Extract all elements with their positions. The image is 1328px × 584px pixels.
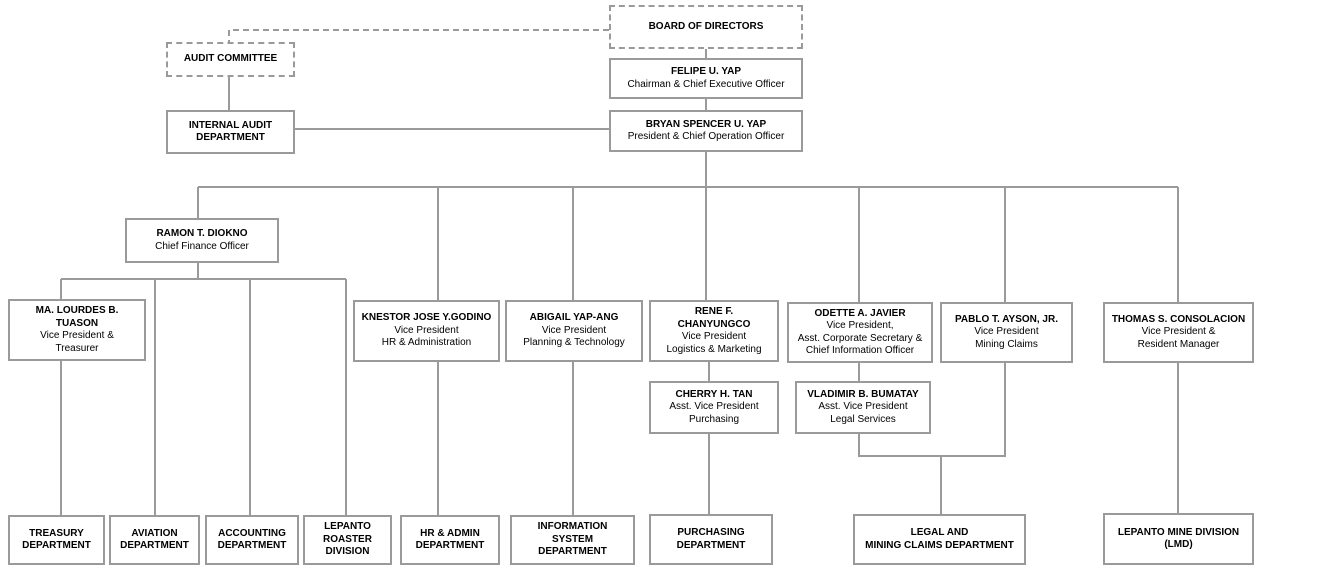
purchasing-department-box: PURCHASING DEPARTMENT xyxy=(649,514,773,565)
vp-cio-box: ODETTE A. JAVIER Vice President, Asst. C… xyxy=(787,302,933,363)
chairman-name: FELIPE U. YAP xyxy=(670,66,742,77)
legal-mining-department-box: LEGAL AND MINING CLAIMS DEPARTMENT xyxy=(853,514,1026,565)
aviation-department-name: AVIATION DEPARTMENT xyxy=(120,527,189,552)
mine-division-name: LEPANTO MINE DIVISION (LMD) xyxy=(1117,526,1240,551)
treasurer-box: MA. LOURDES B. TUASON Vice President & T… xyxy=(8,299,146,361)
legal-mining-department-name: LEGAL AND MINING CLAIMS DEPARTMENT xyxy=(865,527,1014,551)
avp-legal-name: VLADIMIR B. BUMATAY xyxy=(807,388,919,400)
vp-cio-title: Vice President, Asst. Corporate Secretar… xyxy=(797,320,923,356)
roaster-division-name: LEPANTO ROASTER DIVISION xyxy=(323,521,372,558)
cfo-box: RAMON T. DIOKNO Chief Finance Officer xyxy=(125,218,279,263)
treasurer-name: MA. LOURDES B. TUASON xyxy=(35,305,119,329)
vp-planning-title: Vice President Planning & Technology xyxy=(523,324,625,349)
board-name: BOARD OF DIRECTORS xyxy=(648,20,764,32)
president-box: BRYAN SPENCER U. YAP President & Chief O… xyxy=(609,110,803,152)
audit-committee-name: AUDIT COMMITTEE xyxy=(183,53,278,65)
information-system-department-name: INFORMATION SYSTEM DEPARTMENT xyxy=(537,521,608,558)
chairman-box: FELIPE U. YAP Chairman & Chief Executive… xyxy=(609,58,803,99)
cfo-name: RAMON T. DIOKNO xyxy=(156,228,248,239)
avp-purchasing-name: CHERRY H. TAN xyxy=(675,388,753,400)
vp-hr-name: KNESTOR JOSE Y.GODINO xyxy=(361,312,492,324)
mine-division-box: LEPANTO MINE DIVISION (LMD) xyxy=(1103,513,1254,565)
president-title: President & Chief Operation Officer xyxy=(627,131,785,142)
vp-hr-title: Vice President HR & Administration xyxy=(381,324,472,349)
vp-resident-title: Vice President & Resident Manager xyxy=(1137,326,1220,350)
vp-resident-box: THOMAS S. CONSOLACION Vice President & R… xyxy=(1103,302,1254,363)
audit-committee-box: AUDIT COMMITTEE xyxy=(166,42,295,77)
cfo-title: Chief Finance Officer xyxy=(155,240,249,252)
avp-purchasing-title: Asst. Vice President Purchasing xyxy=(669,401,759,425)
avp-legal-box: VLADIMIR B. BUMATAY Asst. Vice President… xyxy=(795,381,931,434)
vp-logistics-title: Vice President Logistics & Marketing xyxy=(666,331,762,355)
hr-admin-department-name: HR & ADMIN DEPARTMENT xyxy=(415,527,485,552)
hr-admin-department-box: HR & ADMIN DEPARTMENT xyxy=(400,515,500,565)
vp-logistics-name: RENE F. CHANYUNGCO xyxy=(677,306,751,330)
treasury-department-box: TREASURY DEPARTMENT xyxy=(8,515,105,565)
accounting-department-name: ACCOUNTING DEPARTMENT xyxy=(217,527,287,552)
chairman-title: Chairman & Chief Executive Officer xyxy=(627,78,785,90)
treasurer-title: Vice President & Treasurer xyxy=(40,330,114,354)
vp-logistics-box: RENE F. CHANYUNGCO Vice President Logist… xyxy=(649,300,779,362)
roaster-division-box: LEPANTO ROASTER DIVISION xyxy=(303,515,392,565)
avp-legal-title: Asst. Vice President Legal Services xyxy=(818,401,908,425)
aviation-department-box: AVIATION DEPARTMENT xyxy=(109,515,200,565)
vp-planning-box: ABIGAIL YAP-ANG Vice President Planning … xyxy=(505,300,643,362)
vp-hr-box: KNESTOR JOSE Y.GODINO Vice President HR … xyxy=(353,300,500,362)
internal-audit-box: INTERNAL AUDIT DEPARTMENT xyxy=(166,110,295,154)
vp-mining-name: PABLO T. AYSON, JR. xyxy=(955,313,1058,325)
avp-purchasing-box: CHERRY H. TAN Asst. Vice President Purch… xyxy=(649,381,779,434)
vp-resident-name: THOMAS S. CONSOLACION xyxy=(1111,313,1246,325)
president-name: BRYAN SPENCER U. YAP xyxy=(645,118,767,130)
information-system-department-box: INFORMATION SYSTEM DEPARTMENT xyxy=(510,515,635,565)
accounting-department-box: ACCOUNTING DEPARTMENT xyxy=(205,515,299,565)
treasury-department-name: TREASURY DEPARTMENT xyxy=(22,527,91,552)
internal-audit-name: INTERNAL AUDIT DEPARTMENT xyxy=(188,119,273,144)
vp-cio-name: ODETTE A. JAVIER xyxy=(814,307,906,319)
board-of-directors-box: BOARD OF DIRECTORS xyxy=(609,5,803,49)
purchasing-department-name: PURCHASING DEPARTMENT xyxy=(676,527,746,551)
vp-mining-title: Vice President Mining Claims xyxy=(974,326,1039,350)
vp-mining-box: PABLO T. AYSON, JR. Vice President Minin… xyxy=(940,302,1073,363)
vp-planning-name: ABIGAIL YAP-ANG xyxy=(529,312,619,324)
